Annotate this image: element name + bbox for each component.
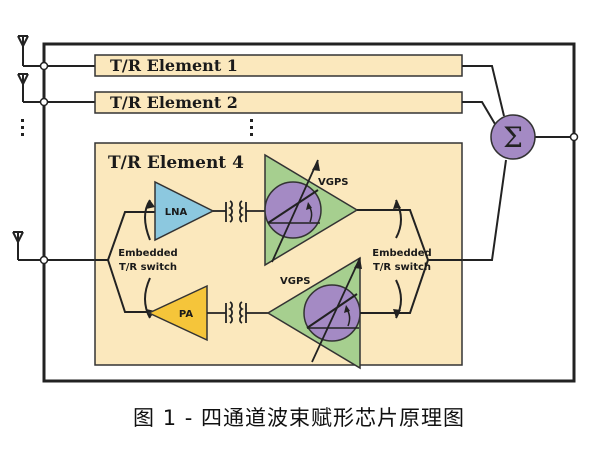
ellipsis-mid-icon [250, 119, 253, 136]
antenna-2-icon [17, 73, 44, 103]
transformer-top-icon [213, 200, 265, 223]
junction-out [569, 132, 579, 142]
antenna-1-icon [17, 35, 44, 67]
left-switch-wires [95, 199, 155, 319]
lna-label: LNA [165, 207, 188, 218]
lna-amplifier [154, 180, 215, 242]
left-switch-label-1: Embedded [118, 248, 177, 259]
summer-node [490, 114, 536, 160]
ellipsis-left-icon [21, 119, 24, 136]
vgps-top-arrowhead-icon [312, 160, 320, 171]
tr-element-2-label: T/R Element 2 [110, 93, 238, 112]
vgps-top-label: VGPS [318, 177, 348, 188]
vgps-bottom-label: VGPS [280, 276, 310, 287]
junction-1 [39, 61, 49, 71]
figure-caption: 图 1 - 四通道波束赋形芯片原理图 [133, 406, 465, 430]
tr-element-1-label: T/R Element 1 [110, 56, 238, 75]
junction-2 [39, 97, 49, 107]
vgps-bottom-arrowhead-icon [354, 258, 362, 269]
vgps-top [264, 153, 359, 267]
right-switch-label-1: Embedded [372, 248, 431, 259]
left-switch-label-2: T/R switch [119, 262, 177, 273]
input-wires [47, 65, 95, 261]
right-switch-label-2: T/R switch [373, 262, 431, 273]
outer-frame [42, 42, 576, 383]
pa-label: PA [179, 309, 193, 320]
transformer-bottom-icon [207, 301, 270, 324]
vgps-top-tune-arrow-icon [271, 159, 319, 263]
sum-symbol: Σ [503, 121, 523, 154]
antenna-4-icon [12, 231, 44, 261]
right-switch-arrows [393, 200, 401, 318]
junction-4 [39, 255, 49, 265]
tr-element-4-label: T/R Element 4 [108, 153, 244, 173]
vgps-bottom-tune-arrow-icon [311, 257, 361, 363]
beamforming-diagram: T/R Element 1 T/R Element 2 Σ T/R Elemen… [12, 35, 579, 383]
